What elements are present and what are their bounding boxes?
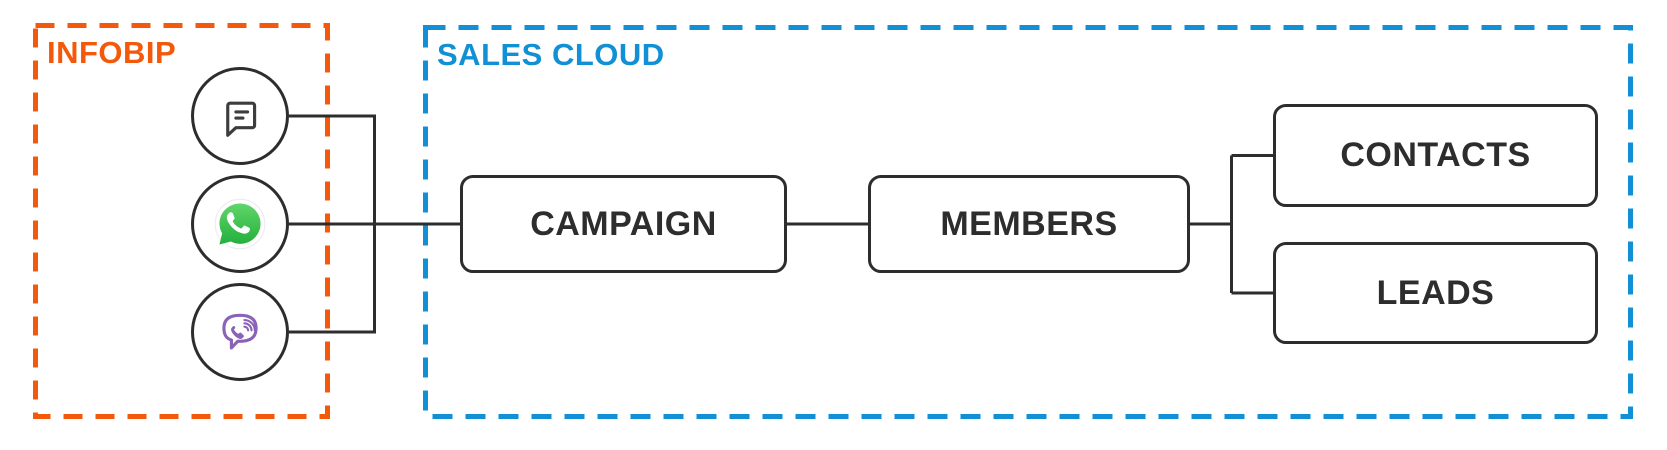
node-members: MEMBERS bbox=[868, 175, 1190, 273]
channel-sms-chat bbox=[191, 67, 289, 165]
node-leads-label: LEADS bbox=[1376, 273, 1495, 312]
node-leads: LEADS bbox=[1273, 242, 1598, 344]
infobip-group-border bbox=[33, 23, 330, 419]
chat-message-icon bbox=[226, 101, 257, 137]
viber-icon bbox=[222, 313, 258, 350]
channel-whatsapp bbox=[191, 175, 289, 273]
node-campaign: CAMPAIGN bbox=[460, 175, 787, 273]
node-contacts: CONTACTS bbox=[1273, 104, 1598, 207]
node-campaign-label: CAMPAIGN bbox=[530, 204, 717, 243]
node-members-label: MEMBERS bbox=[940, 204, 1118, 243]
channel-viber bbox=[191, 283, 289, 381]
infobip-group-label: INFOBIP bbox=[47, 35, 177, 70]
sales-cloud-group-border bbox=[423, 25, 1633, 419]
whatsapp-icon bbox=[214, 198, 266, 250]
node-contacts-label: CONTACTS bbox=[1340, 136, 1531, 174]
sales-cloud-group-label: SALES CLOUD bbox=[437, 37, 665, 72]
